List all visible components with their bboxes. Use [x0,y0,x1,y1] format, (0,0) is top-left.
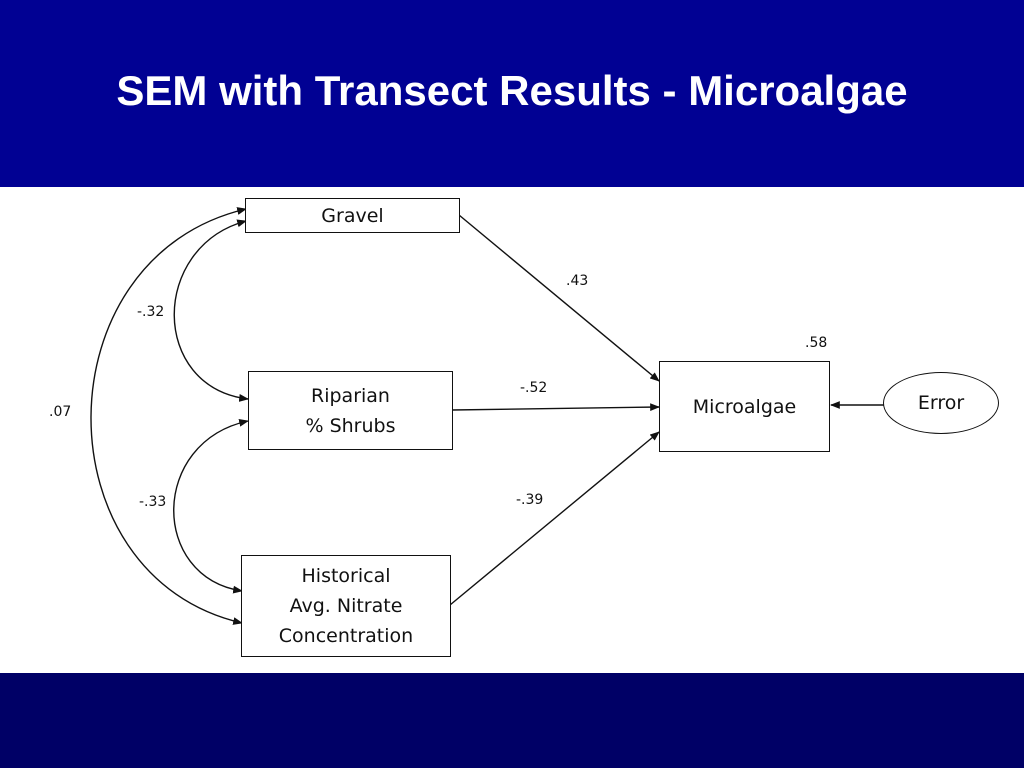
node-historical-nitrate: Historical Avg. Nitrate Concentration [241,555,451,657]
node-riparian-label-1: Riparian [311,384,390,407]
curve-gravel-riparian [173,219,249,402]
node-nitrate-label-2: Avg. Nitrate [289,595,403,617]
node-riparian-label-2: % Shrubs [305,414,396,437]
node-error-label: Error [917,392,965,414]
arrow-gravel-to-microalgae [458,214,660,382]
coef-gravel-nitrate-correlation: .07 [49,404,72,420]
slide-footer [0,673,1024,768]
node-microalgae-label: Microalgae [692,395,797,418]
node-nitrate-label-1: Historical [301,565,391,587]
node-error: Error [883,372,999,434]
coef-riparian-nitrate-correlation: -.33 [139,494,167,510]
arrow-nitrate-to-microalgae [449,431,660,606]
coef-nitrate-to-microalgae: -.39 [516,492,544,508]
sem-path-diagram: Gravel Riparian % Shrubs Historical Avg.… [0,187,1024,673]
path-arrows [90,207,884,625]
slide-title: SEM with Transect Results - Microalgae [116,67,908,114]
node-nitrate-label-3: Concentration [278,625,414,647]
coef-riparian-to-microalgae: -.52 [520,380,548,396]
coef-gravel-riparian-correlation: -.32 [137,304,165,320]
arrow-riparian-to-microalgae [451,403,660,412]
node-gravel-label: Gravel [321,204,384,227]
node-riparian-shrubs: Riparian % Shrubs [248,371,453,450]
node-microalgae: Microalgae [659,361,830,452]
curve-riparian-nitrate [173,419,249,594]
node-gravel: Gravel [245,198,460,233]
coef-gravel-to-microalgae: .43 [566,273,589,289]
curve-gravel-nitrate [90,207,247,625]
slide-header: SEM with Transect Results - Microalgae [0,0,1024,187]
coef-microalgae-r-squared: .58 [805,335,828,351]
